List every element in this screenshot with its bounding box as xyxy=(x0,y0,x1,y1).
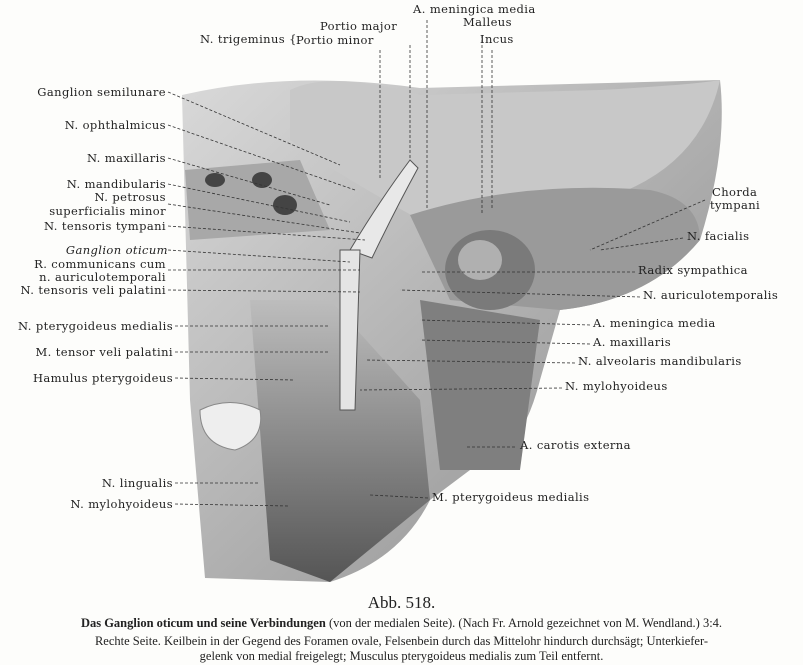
caption-title-rest: (von der medialen Seite). (Nach Fr. Arno… xyxy=(325,616,723,630)
figure-number: Abb. 518. xyxy=(367,593,436,612)
label-n-ophthalmicus: N. ophthalmicus xyxy=(64,118,166,132)
label-hamulus-pterygoideus: Hamulus pterygoideus xyxy=(32,371,173,385)
label-malleus: Malleus xyxy=(463,15,512,29)
anatomical-illustration xyxy=(167,20,722,582)
label-n-tensoris-veli-palatini: N. tensoris veli palatini xyxy=(20,283,166,297)
label-portio-major: Portio major xyxy=(320,19,398,33)
label-n-mylohyoideus-left: N. mylohyoideus xyxy=(70,497,173,511)
label-incus: Incus xyxy=(480,32,514,46)
label-ganglion-oticum: Ganglion oticum xyxy=(65,243,168,257)
label-tympani: tympani xyxy=(710,198,761,212)
label-m-tensor-veli-palatini: M. tensor veli palatini xyxy=(35,345,173,359)
pterygoid-muscle xyxy=(250,300,430,582)
label-n-alveolaris-mandibularis: N. alveolaris mandibularis xyxy=(578,354,742,368)
caption-body-line1: Rechte Seite. Keilbein in der Gegend des… xyxy=(94,634,709,648)
label-n-pterygoideus-medialis: N. pterygoideus medialis xyxy=(18,319,173,333)
leader-lines xyxy=(167,20,706,507)
label-meningica-top: A. meningica media xyxy=(413,2,536,16)
caption-body-line2: gelenk von medial freigelegt; Musculus p… xyxy=(199,649,604,663)
label-n-mandibularis: N. mandibularis xyxy=(66,177,166,191)
label-n-auriculotemporalis: N. auriculotemporalis xyxy=(643,288,779,302)
caption-title: Das Ganglion oticum und seine Verbindung… xyxy=(10,615,793,631)
caption-title-bold: Das Ganglion oticum und seine Verbindung… xyxy=(80,616,326,630)
label-n-petrosus: N. petrosus xyxy=(94,190,166,204)
label-portio-minor: Portio minor xyxy=(296,33,374,47)
label-n-lingualis: N. lingualis xyxy=(101,476,173,490)
label-ganglion-semilunare: Ganglion semilunare xyxy=(37,85,166,99)
label-radix-sympathica: Radix sympathica xyxy=(638,263,748,277)
label-n-maxillaris: N. maxillaris xyxy=(86,151,166,165)
label-n-facialis: N. facialis xyxy=(687,229,750,243)
teeth xyxy=(199,402,262,451)
label-a-carotis-externa: A. carotis externa xyxy=(520,438,631,452)
label-n-auriculotemporali: n. auriculotemporali xyxy=(39,270,166,284)
label-trigeminus: N. trigeminus { xyxy=(200,32,297,46)
label-chorda: Chorda xyxy=(712,185,758,199)
label-n-tensoris-tympani: N. tensoris tympani xyxy=(44,219,166,233)
label-r-communicans: R. communicans cum xyxy=(34,257,166,271)
label-m-pterygoideus-medialis: M. pterygoideus medialis xyxy=(432,490,590,504)
trigeminal-nerve xyxy=(349,159,419,259)
mandibular-nerve xyxy=(339,249,361,411)
label-n-mylohyoideus-right: N. mylohyoideus xyxy=(565,379,668,393)
label-a-maxillaris: A. maxillaris xyxy=(593,335,672,349)
label-a-meningica-media: A. meningica media xyxy=(593,316,716,330)
label-superficialis-minor: superficialis minor xyxy=(49,204,166,218)
